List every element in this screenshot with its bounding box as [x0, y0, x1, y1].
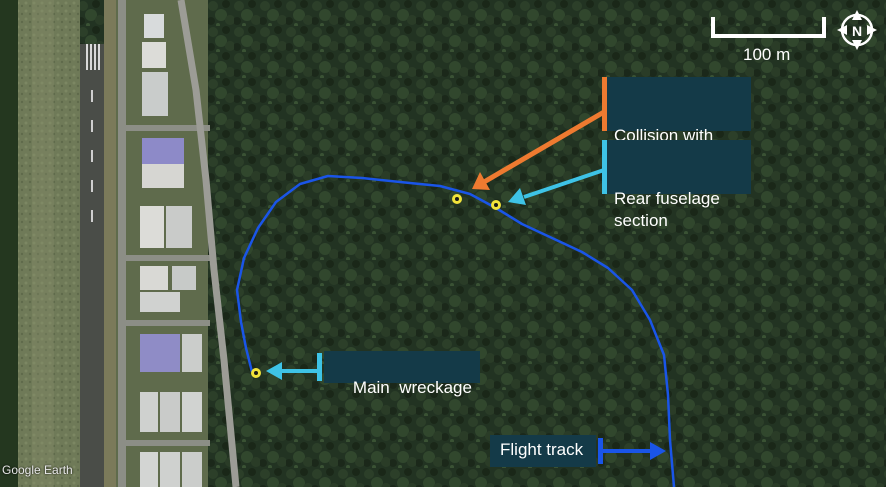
main-wreckage-arrow: [266, 353, 322, 381]
main-wreckage-label: Main wreckage: [352, 378, 472, 397]
rear-fuselage-marker: [491, 200, 501, 210]
main-wreckage-callout: Main wreckage: [324, 351, 480, 397]
collision-arrow: [472, 109, 606, 190]
google-earth-attribution: Google Earth: [2, 463, 73, 477]
scale-bar: [711, 17, 826, 38]
flight-track-callout: Flight track: [490, 435, 596, 467]
rear-fuselage-label: Rear fuselage section: [614, 189, 720, 230]
flight-track-line: [235, 174, 676, 487]
collision-marker: [452, 194, 462, 204]
flight-track-arrow: [598, 438, 666, 464]
scale-label: 100 m: [743, 45, 791, 64]
rear-fuselage-callout: Rear fuselage section: [602, 140, 751, 230]
main-wreckage-marker: [251, 368, 261, 378]
rear-fuselage-arrow: [508, 168, 605, 205]
north-arrow-icon: N: [837, 10, 877, 50]
rear-fuselage-callout-bar: [602, 140, 607, 194]
north-label: N: [852, 23, 862, 39]
collision-callout: Collision with VH-NMG: [602, 77, 751, 167]
flight-track-label: Flight track: [500, 440, 584, 459]
collision-callout-bar: [602, 77, 607, 131]
